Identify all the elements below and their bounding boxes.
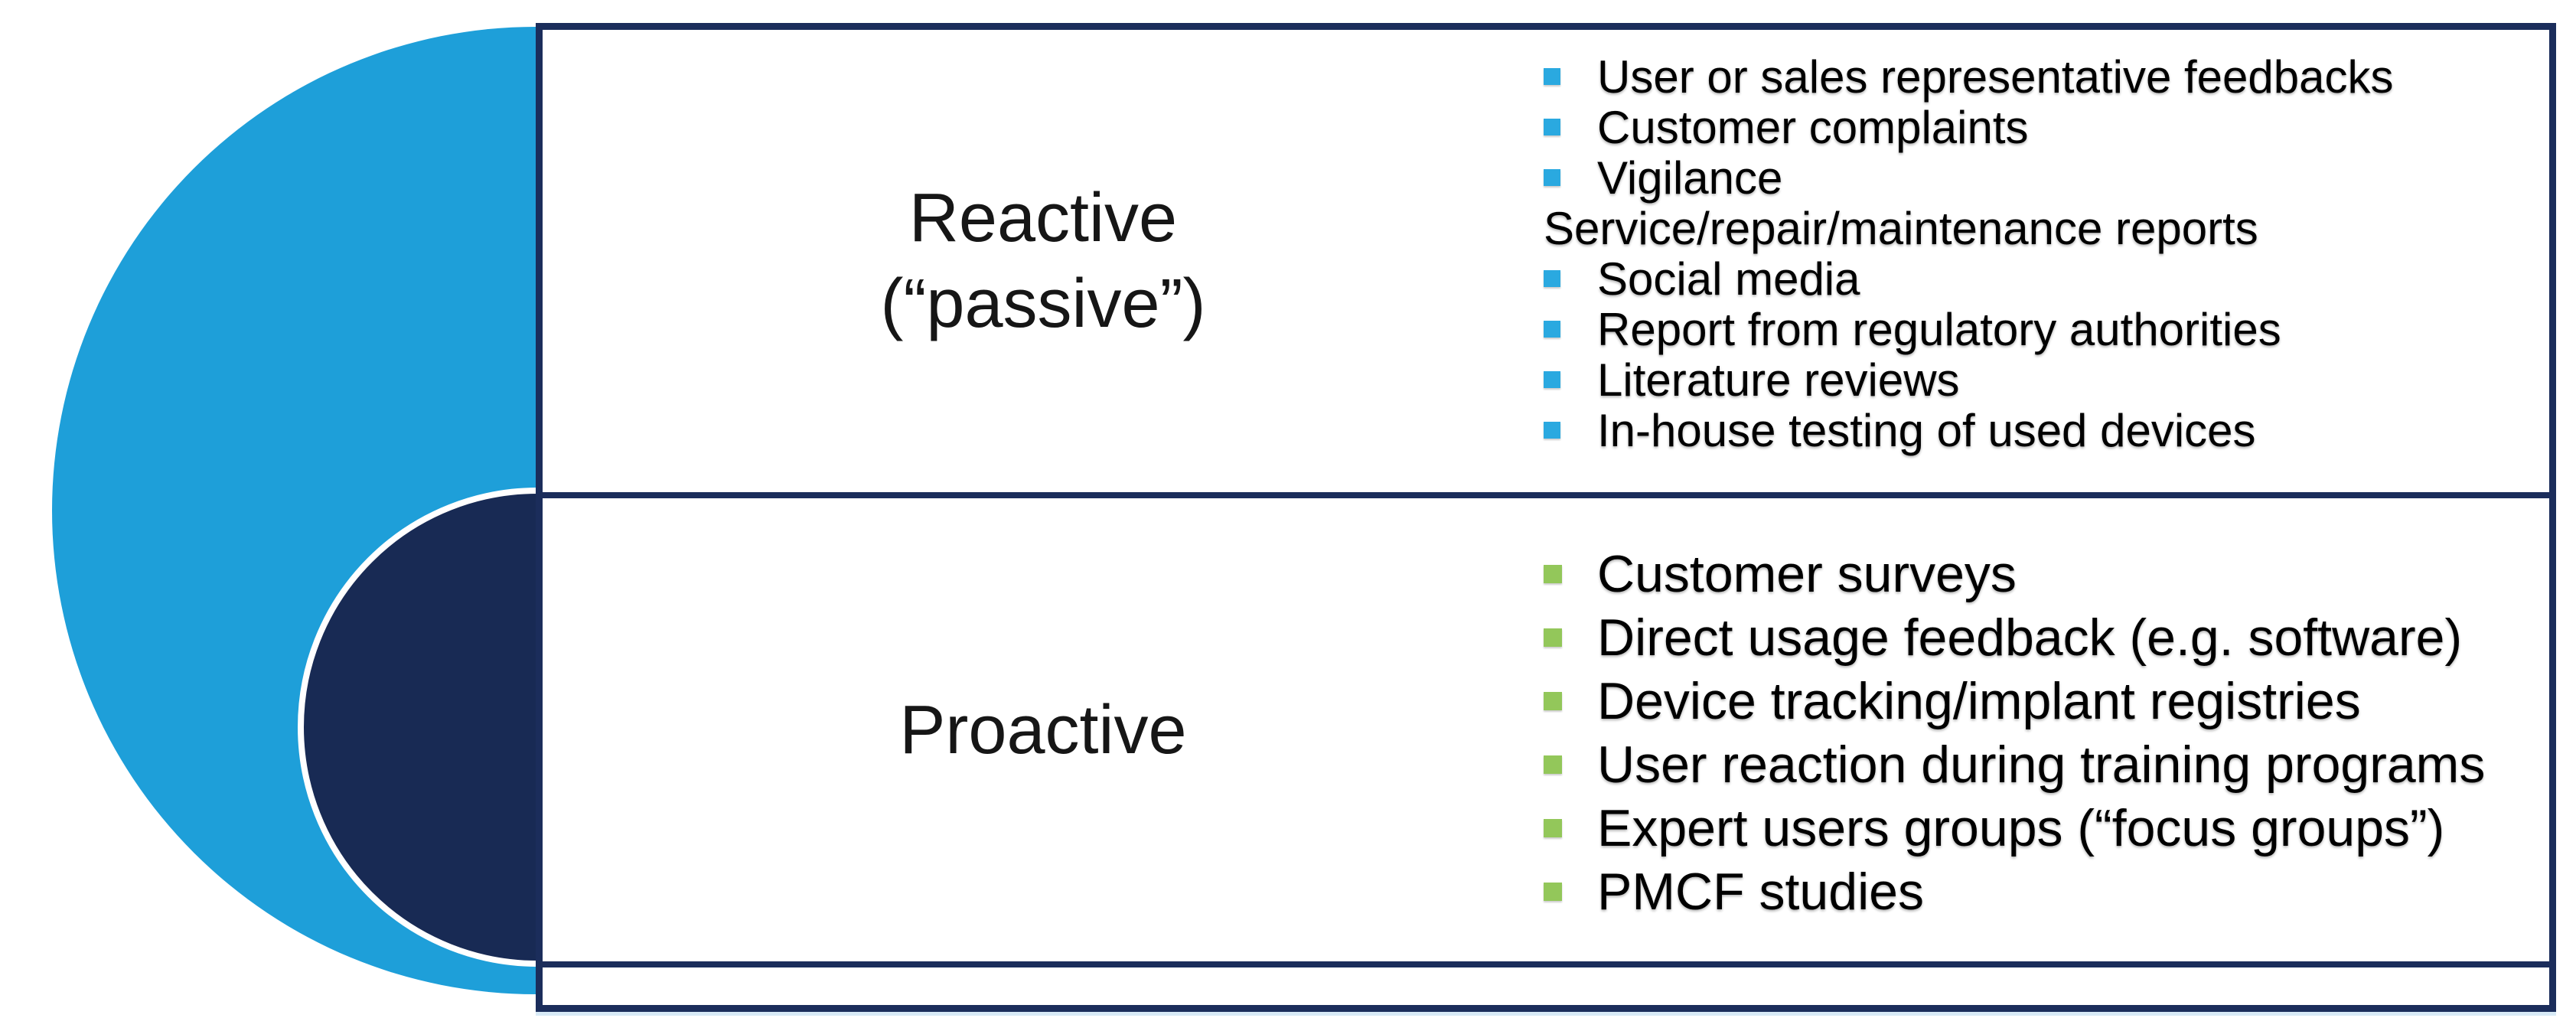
list-item: Direct usage feedback (e.g. software)	[1544, 605, 2549, 669]
list-item-text: Customer complaints	[1597, 101, 2029, 153]
horizontal-divider	[543, 492, 2549, 498]
section-proactive: Proactive Customer surveys Direct usage …	[543, 498, 2549, 961]
proactive-items-list: Customer surveys Direct usage feedback (…	[1544, 498, 2549, 961]
list-item: PMCF studies	[1544, 860, 2549, 923]
list-item-unbulleted: Service/repair/maintenance reports	[1544, 202, 2549, 254]
green-square-bullet-icon	[1544, 818, 1562, 837]
list-item-text: Direct usage feedback (e.g. software)	[1597, 608, 2463, 667]
list-item: Expert users groups (“focus groups”)	[1544, 796, 2549, 860]
green-square-bullet-icon	[1544, 564, 1562, 583]
blue-square-bullet-icon	[1544, 169, 1560, 186]
blue-square-bullet-icon	[1544, 422, 1560, 439]
list-item-text: Expert users groups (“focus groups”)	[1597, 798, 2445, 857]
section-reactive: Reactive (“passive”) User or sales repre…	[543, 30, 2549, 492]
section-reactive-label: Reactive (“passive”)	[880, 175, 1205, 347]
list-item: Customer surveys	[1544, 542, 2549, 605]
list-item-text: In-house testing of used devices	[1597, 404, 2256, 456]
horizontal-divider	[543, 961, 2549, 967]
list-item-text: Service/repair/maintenance reports	[1544, 202, 2258, 254]
bottom-edge-tint	[536, 1012, 2556, 1016]
proactive-label-cell: Proactive	[543, 498, 1544, 961]
list-item-text: Literature reviews	[1597, 354, 1960, 406]
proactive-label-line1: Proactive	[899, 691, 1187, 768]
list-item-text: Social media	[1597, 253, 1860, 305]
feedback-matrix-panel: Reactive (“passive”) User or sales repre…	[536, 23, 2556, 1012]
reactive-label-line2: (“passive”)	[880, 266, 1206, 342]
reactive-items-list: User or sales representative feedbacks C…	[1544, 30, 2549, 492]
list-item-text: Vigilance	[1597, 152, 1783, 204]
blue-square-bullet-icon	[1544, 68, 1560, 85]
list-item: User or sales representative feedbacks	[1544, 51, 2549, 103]
green-square-bullet-icon	[1544, 755, 1562, 774]
green-square-bullet-icon	[1544, 691, 1562, 710]
list-item: User reaction during training programs	[1544, 733, 2549, 796]
list-item-text: PMCF studies	[1597, 862, 1924, 921]
list-item-text: User or sales representative feedbacks	[1597, 51, 2394, 103]
reactive-label-cell: Reactive (“passive”)	[543, 30, 1544, 492]
list-item-text: Device tracking/implant registries	[1597, 671, 2361, 730]
blue-square-bullet-icon	[1544, 270, 1560, 287]
blue-square-bullet-icon	[1544, 119, 1560, 135]
list-item: Vigilance	[1544, 152, 2549, 204]
list-item-text: Customer surveys	[1597, 544, 2017, 603]
green-square-bullet-icon	[1544, 628, 1562, 647]
list-item: Literature reviews	[1544, 354, 2549, 406]
section-proactive-label: Proactive	[899, 687, 1186, 773]
list-item-text: Report from regulatory authorities	[1597, 303, 2281, 355]
reactive-label-line1: Reactive	[908, 180, 1178, 256]
list-item: Social media	[1544, 253, 2549, 305]
green-square-bullet-icon	[1544, 882, 1562, 901]
list-item: Device tracking/implant registries	[1544, 669, 2549, 733]
blue-square-bullet-icon	[1544, 371, 1560, 388]
list-item: Report from regulatory authorities	[1544, 303, 2549, 355]
blue-square-bullet-icon	[1544, 321, 1560, 338]
list-item: In-house testing of used devices	[1544, 404, 2549, 456]
list-item: Customer complaints	[1544, 101, 2549, 153]
section-empty-strip	[543, 967, 2549, 1005]
list-item-text: User reaction during training programs	[1597, 735, 2486, 794]
